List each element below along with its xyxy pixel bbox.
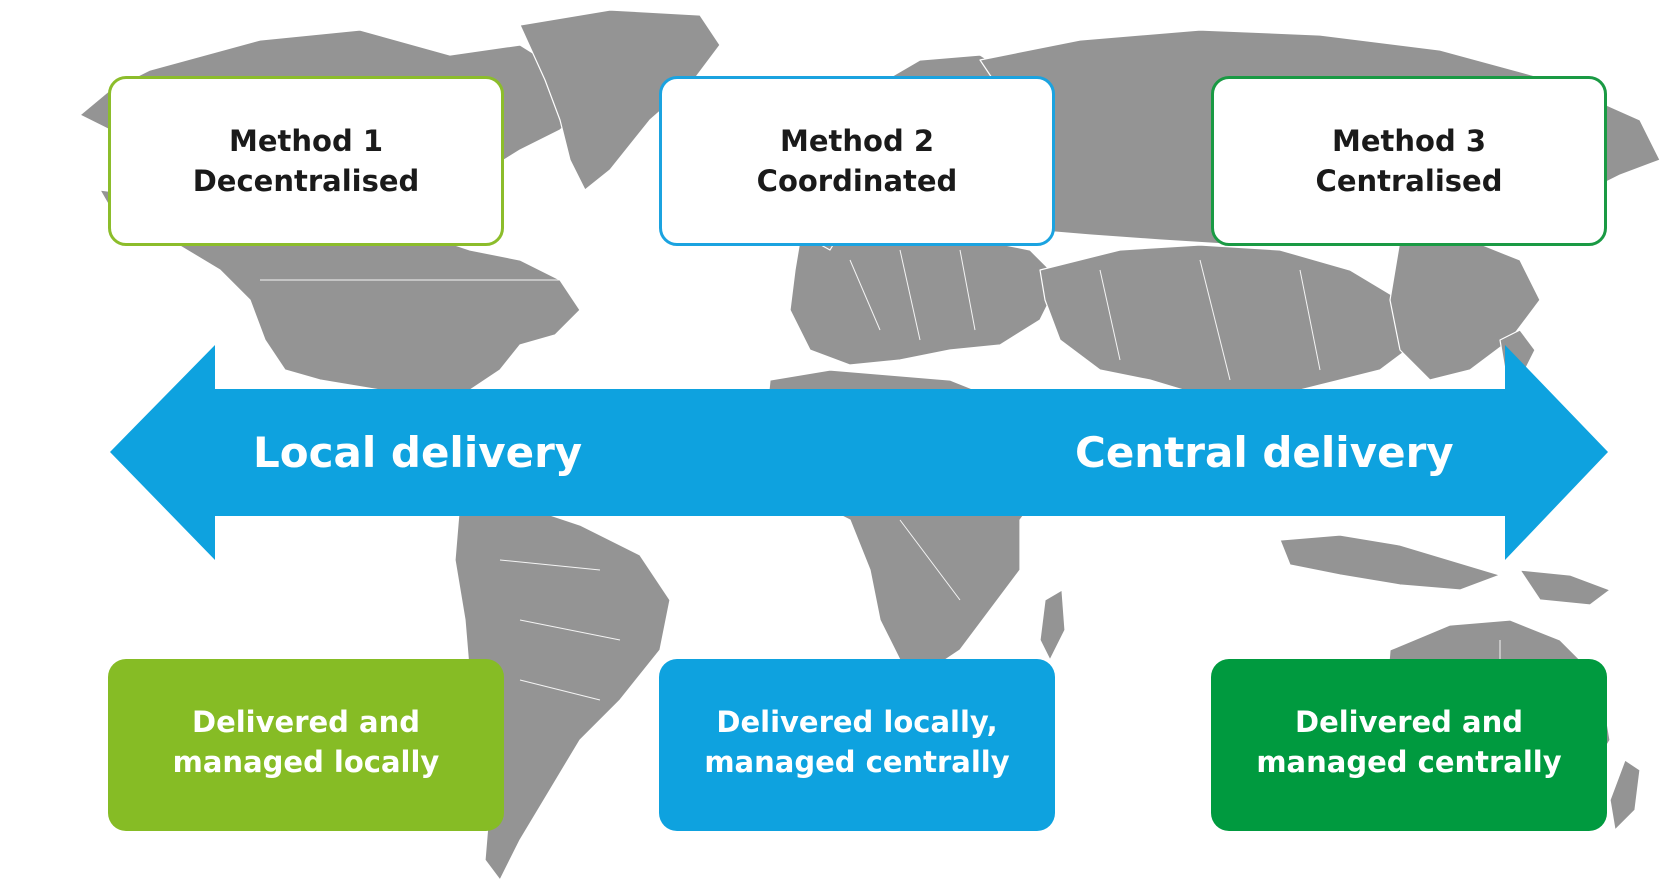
method-3-subtitle: Centralised bbox=[1315, 164, 1503, 198]
method-3-box: Method 3 Centralised bbox=[1211, 76, 1607, 246]
method-1-title: Method 1 bbox=[229, 124, 383, 158]
map-greenland bbox=[519, 9, 721, 191]
description-2-box: Delivered locally, managed centrally bbox=[659, 659, 1055, 831]
map-madagascar bbox=[1039, 589, 1066, 661]
description-1-line2: managed locally bbox=[172, 745, 440, 779]
method-1-box: Method 1 Decentralised bbox=[108, 76, 504, 246]
description-3-box: Delivered and managed centrally bbox=[1211, 659, 1607, 831]
description-3-line1: Delivered and bbox=[1295, 705, 1523, 739]
map-indonesia bbox=[1279, 534, 1501, 591]
method-3-title: Method 3 bbox=[1332, 124, 1486, 158]
map-asia-middle bbox=[1039, 244, 1421, 401]
description-2-line1: Delivered locally, bbox=[716, 705, 998, 739]
method-2-subtitle: Coordinated bbox=[756, 164, 958, 198]
method-1-subtitle: Decentralised bbox=[192, 164, 420, 198]
map-new-zealand bbox=[1609, 759, 1641, 831]
map-new-guinea bbox=[1519, 569, 1611, 606]
description-3-line2: managed centrally bbox=[1256, 745, 1562, 779]
local-delivery-label: Local delivery bbox=[253, 428, 583, 477]
double-headed-arrow-shape bbox=[110, 345, 1608, 560]
central-delivery-label: Central delivery bbox=[1075, 428, 1454, 477]
description-2-line2: managed centrally bbox=[704, 745, 1010, 779]
description-1-line1: Delivered and bbox=[192, 705, 420, 739]
method-2-box: Method 2 Coordinated bbox=[659, 76, 1055, 246]
description-1-box: Delivered and managed locally bbox=[108, 659, 504, 831]
method-2-title: Method 2 bbox=[780, 124, 934, 158]
